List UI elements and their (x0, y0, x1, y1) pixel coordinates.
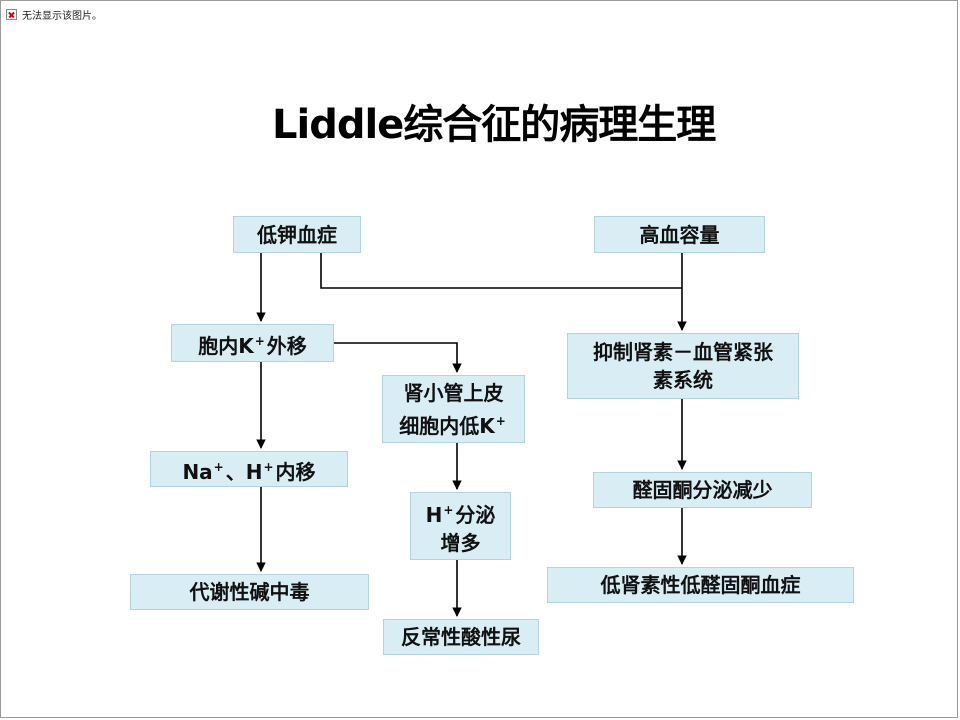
node-metabolic-alkalosis-label: 代谢性碱中毒 (189, 580, 310, 604)
node-hypo-renin-aldo: 低肾素性低醛固酮血症 (547, 567, 854, 603)
broken-image-notice: 无法显示该图片。 (6, 6, 102, 22)
node-hypervolemia: 高血容量 (594, 216, 765, 253)
node-h-secretion-line2: 增多 (440, 530, 481, 555)
node-aldo-decrease: 醛固酮分泌减少 (593, 472, 812, 508)
slide-title: Liddle综合征的病理生理 (272, 102, 716, 148)
node-aldo-decrease-label: 醛固酮分泌减少 (632, 478, 773, 502)
node-inhibit-raas-line1: 抑制肾素－血管紧张 (593, 340, 773, 364)
node-inhibit-raas: 抑制肾素－血管紧张 素系统 (567, 333, 799, 399)
broken-image-icon (6, 8, 17, 20)
node-k-shift-label: 胞内K+外移 (198, 333, 307, 358)
node-inhibit-raas-line2: 素系统 (653, 368, 713, 392)
node-acid-urine-label: 反常性酸性尿 (401, 625, 521, 649)
node-na-h-shift-label: Na+、H+内移 (182, 459, 316, 484)
node-na-h-shift: Na+、H+内移 (150, 451, 348, 487)
node-k-shift: 胞内K+外移 (171, 324, 334, 362)
node-hypokalemia: 低钾血症 (233, 216, 361, 253)
node-h-secretion: H+分泌 增多 (410, 492, 511, 560)
node-hypervolemia-label: 高血容量 (639, 222, 720, 247)
node-acid-urine: 反常性酸性尿 (383, 619, 539, 655)
node-tubular-low-k-line1: 肾小管上皮 (403, 380, 504, 405)
arrow-kshift-to-tubular (334, 342, 462, 373)
connector-hypokalemia-to-raas (320, 253, 682, 289)
node-tubular-low-k-line2: 细胞内低K+ (399, 413, 506, 438)
node-hypo-renin-aldo-label: 低肾素性低醛固酮血症 (600, 573, 801, 597)
node-metabolic-alkalosis: 代谢性碱中毒 (130, 574, 369, 610)
broken-image-text: 无法显示该图片。 (22, 10, 102, 22)
node-hypokalemia-label: 低钾血症 (257, 222, 337, 247)
node-tubular-low-k: 肾小管上皮 细胞内低K+ (382, 375, 525, 443)
node-h-secretion-line1: H+分泌 (425, 502, 496, 527)
